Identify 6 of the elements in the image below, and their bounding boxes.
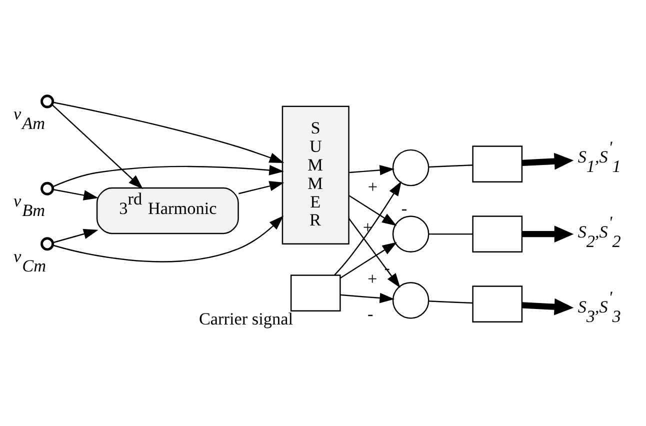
node-label: Carrier signal <box>198 309 293 328</box>
edge-label: + <box>368 177 378 196</box>
edge-label: + <box>362 218 373 237</box>
edge-label: - <box>368 304 374 323</box>
edge-label: - <box>401 198 408 218</box>
edge-label: + <box>367 269 378 288</box>
